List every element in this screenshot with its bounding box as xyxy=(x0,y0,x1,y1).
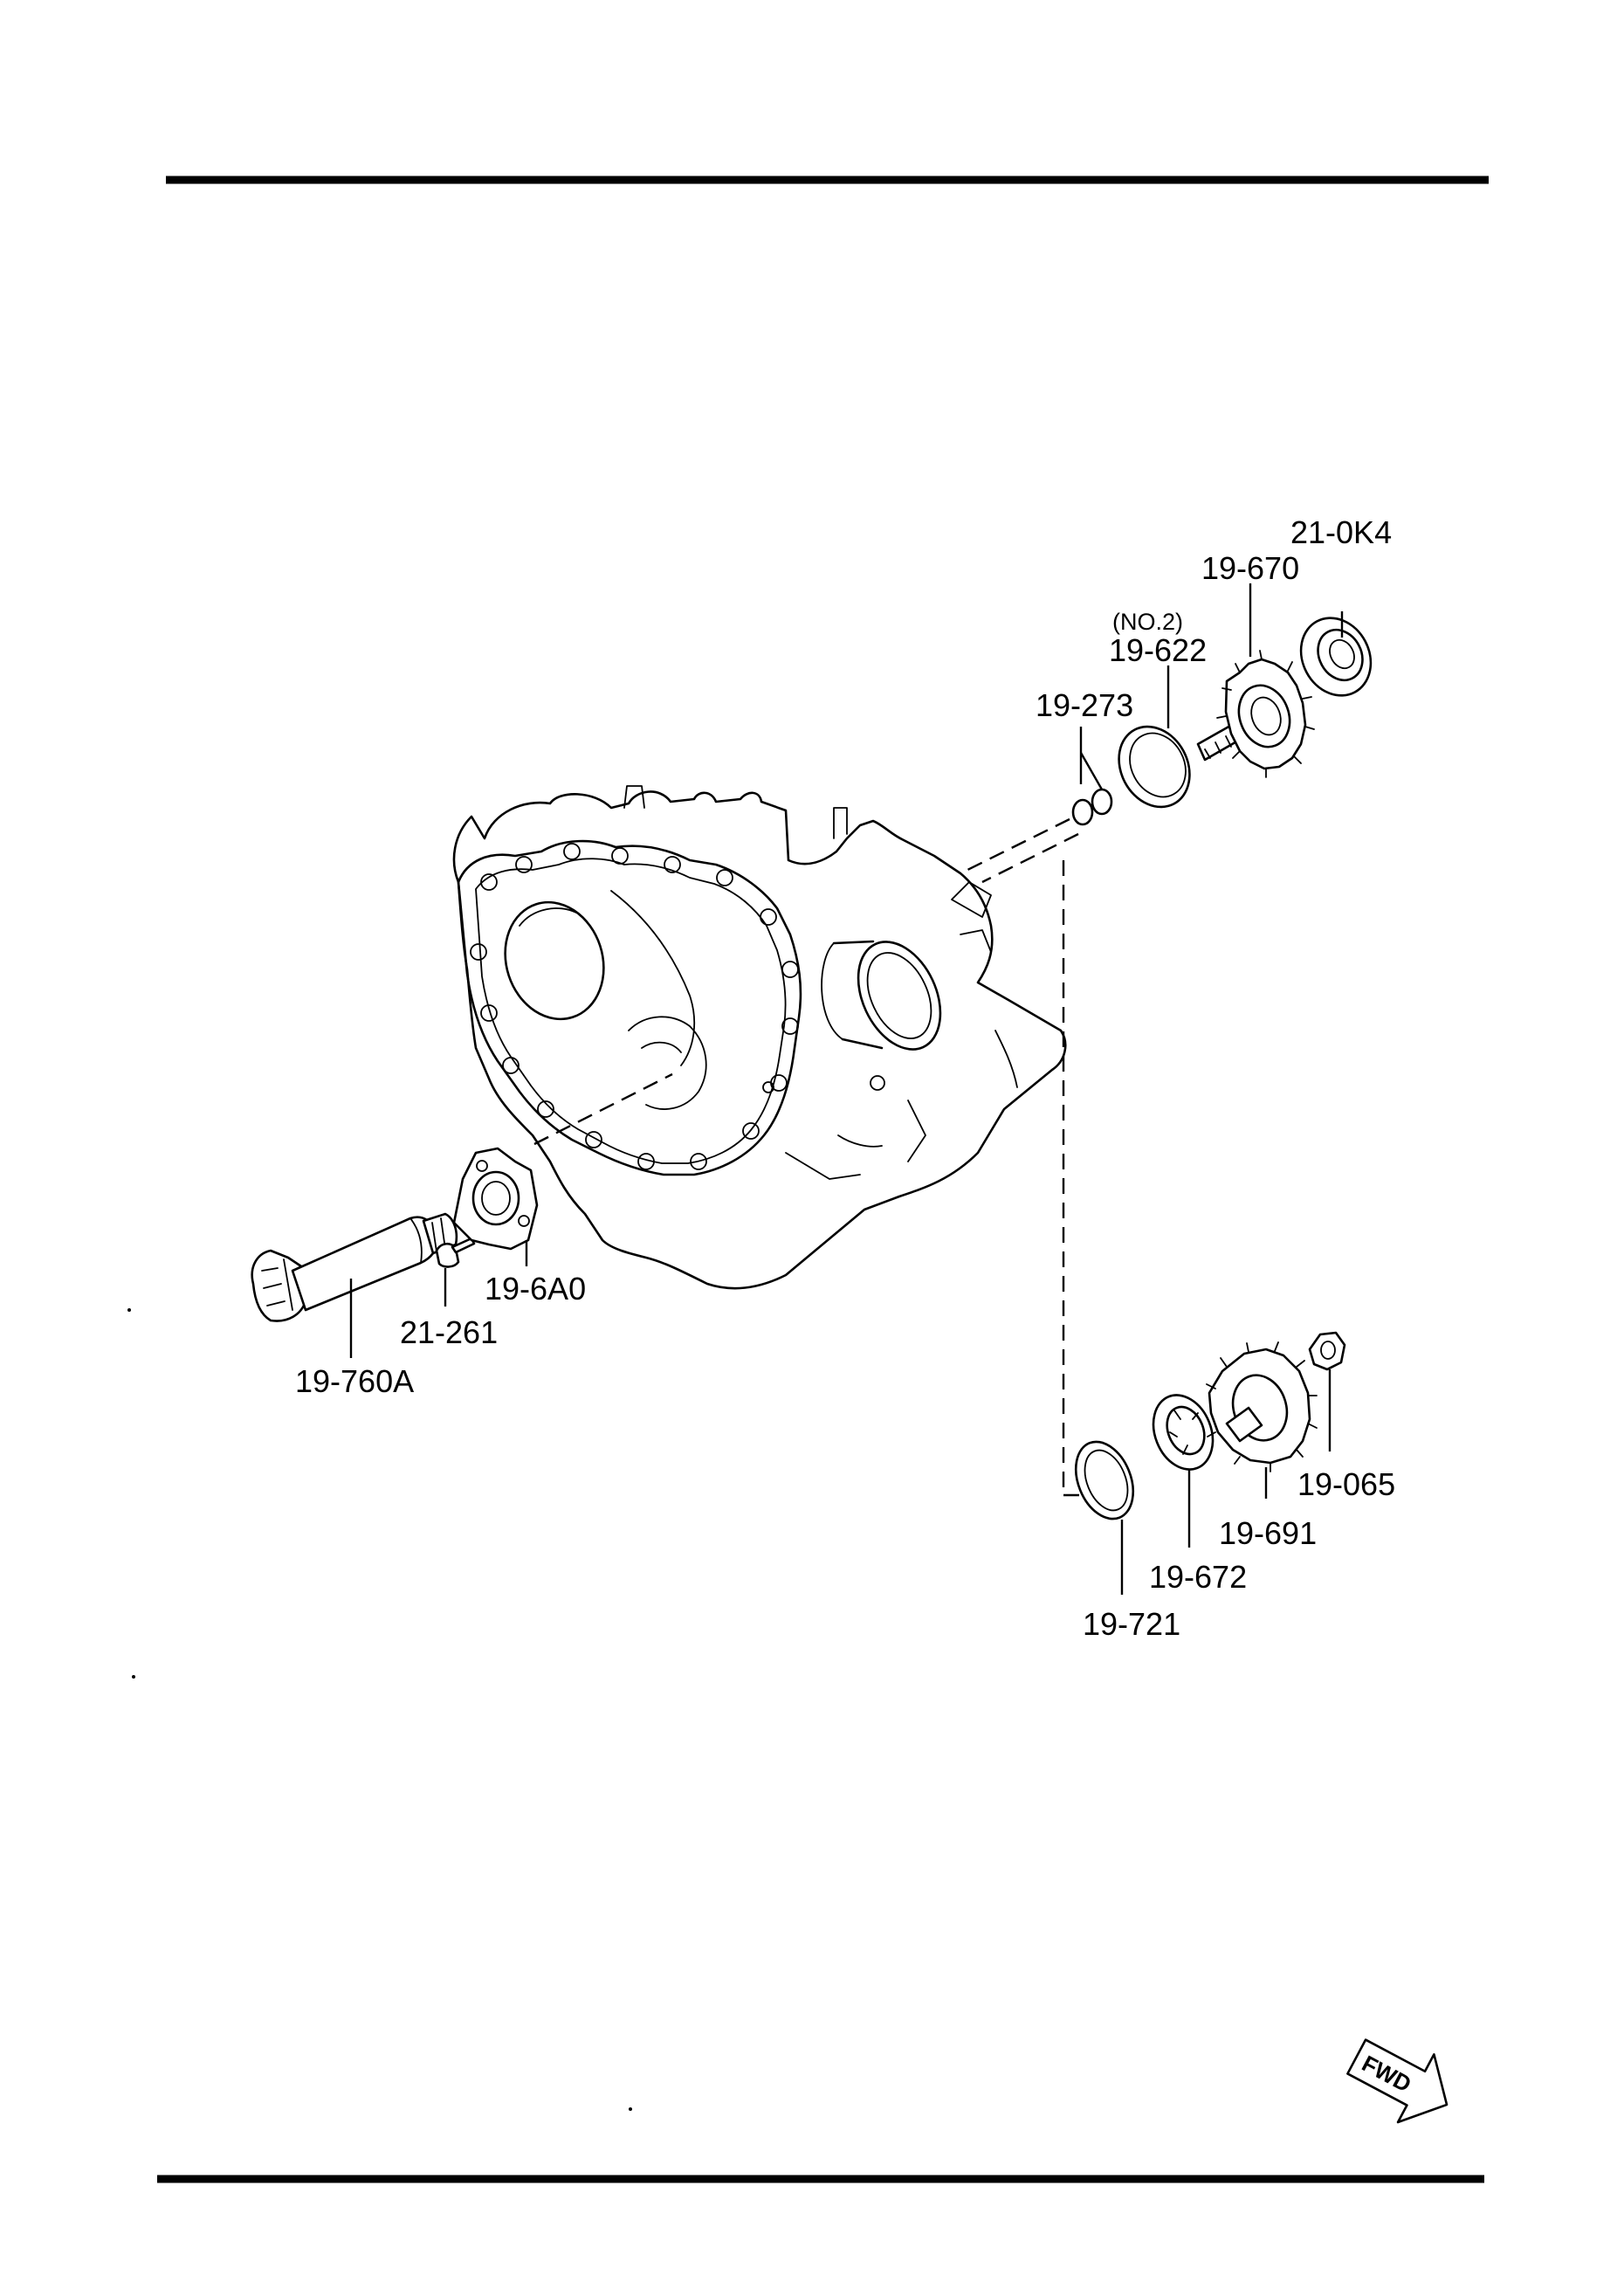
scan-speck xyxy=(132,1675,135,1679)
fwd-arrow-icon: FWD xyxy=(1346,2038,1449,2124)
part-19-721-drawing xyxy=(1074,1440,1135,1520)
assembly-lines xyxy=(533,817,1083,1497)
part-21-261-drawing xyxy=(435,1237,476,1268)
label-19-760a: 19-760A xyxy=(295,1363,414,1399)
part-19-672-drawing xyxy=(1152,1394,1215,1471)
transaxle-housing xyxy=(452,785,1067,1290)
scan-speck xyxy=(629,2107,632,2111)
part-19-273-drawing xyxy=(1071,788,1113,826)
leader-lines xyxy=(349,583,1344,1595)
part-19-691-drawing xyxy=(1206,1341,1318,1472)
part-labels: 21-0K4 19-670 (NO.2) 19-622 19-273 19-6A… xyxy=(295,514,1395,1642)
label-19-691: 19-691 xyxy=(1219,1515,1317,1551)
label-19-273: 19-273 xyxy=(1036,687,1133,723)
part-19-6a0-drawing xyxy=(452,1147,539,1251)
label-19-6a0: 19-6A0 xyxy=(485,1271,586,1307)
part-19-622-drawing xyxy=(1118,725,1191,809)
scan-speck xyxy=(127,1308,131,1312)
label-19-622: 19-622 xyxy=(1109,632,1207,668)
label-19-721: 19-721 xyxy=(1083,1606,1180,1642)
part-19-760a-drawing xyxy=(251,1212,458,1322)
label-19-065: 19-065 xyxy=(1297,1466,1395,1502)
label-21-261: 21-261 xyxy=(400,1314,498,1350)
label-19-622-note: (NO.2) xyxy=(1112,609,1183,635)
part-19-065-drawing xyxy=(1308,1331,1346,1371)
label-19-672: 19-672 xyxy=(1149,1559,1247,1595)
part-19-670-drawing xyxy=(1196,650,1315,778)
label-21-0k4: 21-0K4 xyxy=(1290,514,1392,550)
label-19-670: 19-670 xyxy=(1201,550,1299,586)
part-21-0k4-drawing xyxy=(1299,617,1373,697)
